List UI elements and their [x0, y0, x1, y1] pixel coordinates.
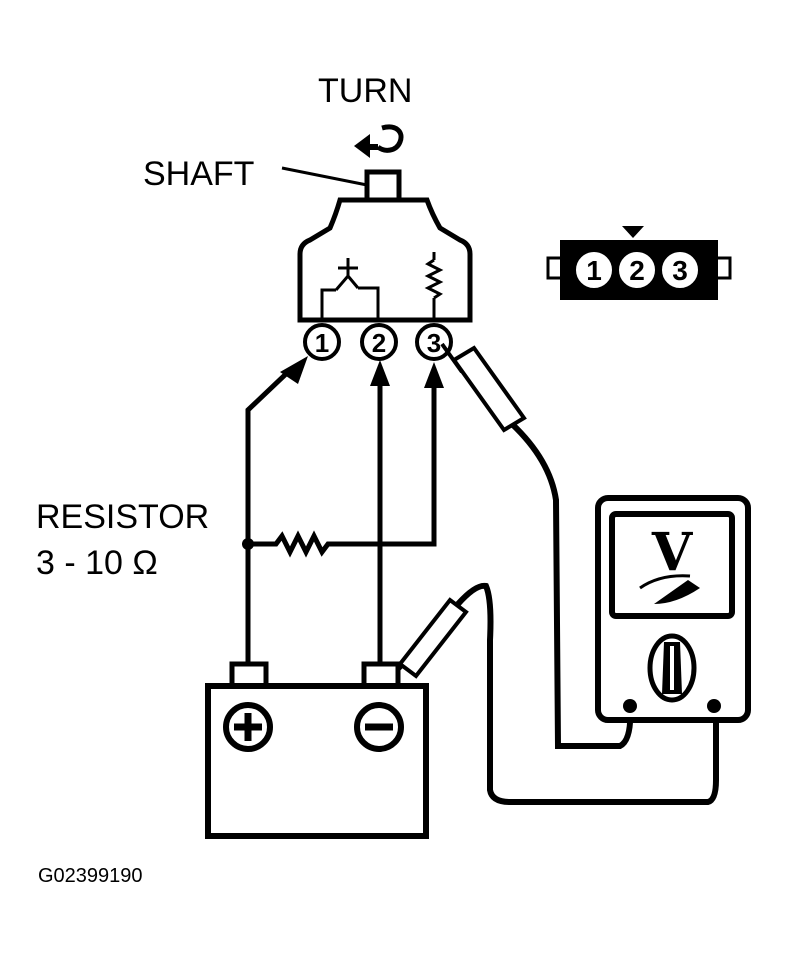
connector-pin-1: 1	[586, 255, 602, 286]
meter-display	[609, 511, 735, 619]
battery	[205, 661, 429, 839]
connector-pin-3: 3	[672, 255, 688, 286]
pin-label: 1	[315, 328, 329, 358]
shaft-leader-line	[281, 166, 373, 188]
positive-terminal-icon	[223, 702, 273, 752]
shaft-label: SHAFT	[143, 155, 254, 193]
wire-positive-to-pin1	[245, 370, 290, 664]
connector-pin-2: 2	[629, 255, 645, 286]
meter-needle	[654, 580, 700, 604]
meter-jack-v	[707, 699, 721, 713]
test-probe-1	[440, 342, 634, 749]
connector-latch-left	[546, 256, 564, 280]
shaft	[364, 169, 402, 203]
pin-label: 2	[372, 328, 386, 358]
probe-lead-2	[455, 582, 719, 805]
probe-handle	[451, 345, 527, 433]
turn-arrow-icon	[354, 124, 404, 158]
resistance-label: 3 - 10 Ω	[36, 544, 158, 582]
meter-scale	[639, 574, 691, 590]
meter-letter: V	[651, 522, 694, 583]
turn-label: TURN	[318, 72, 412, 110]
connector-latch-right	[714, 256, 732, 280]
sensor-housing	[297, 197, 473, 323]
arrow-pin1-icon	[280, 356, 308, 384]
probe-lead-1	[509, 421, 634, 749]
throttle-position-sensor	[297, 169, 473, 323]
selector-knob-icon	[647, 633, 697, 703]
resistor-label: RESISTOR	[36, 498, 209, 536]
figure-id: G02399190	[38, 865, 143, 887]
arrow-pin2-icon	[370, 360, 390, 386]
connector-key-icon	[622, 226, 644, 238]
potentiometer-symbol	[424, 252, 444, 320]
probe-handle	[397, 597, 469, 679]
switch-symbol	[320, 258, 380, 320]
negative-terminal-icon	[354, 702, 404, 752]
test-probe-2	[390, 582, 719, 805]
resistor-wire-to-pin3	[248, 382, 437, 558]
sensor-pin-3: 3	[415, 323, 453, 361]
wiring	[245, 370, 437, 664]
connector: 1 2 3	[546, 226, 732, 300]
sensor-pin-2: 2	[360, 323, 398, 361]
meter-jack-com	[623, 699, 637, 713]
pin-label: 3	[427, 328, 441, 358]
arrow-pin3-icon	[424, 362, 444, 388]
sensor-pin-1: 1	[303, 323, 341, 361]
voltmeter: V	[595, 495, 751, 723]
junction-dot	[242, 538, 254, 550]
